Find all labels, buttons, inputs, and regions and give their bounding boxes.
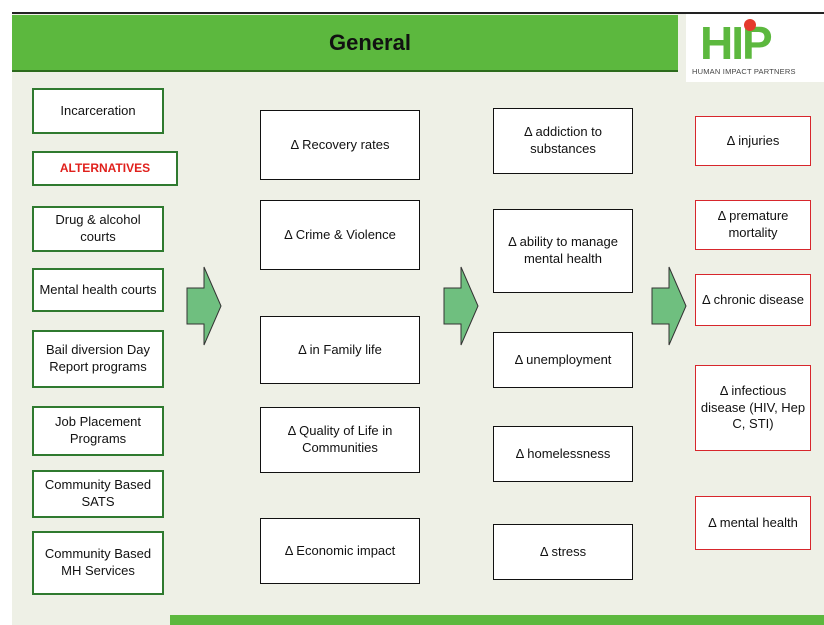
- box-label: Drug & alcohol courts: [55, 212, 141, 244]
- box-label: Δ injuries: [726, 132, 780, 148]
- outcome-unemployment: Δ unemployment: [493, 332, 633, 388]
- box-label: Incarceration: [60, 102, 136, 118]
- logo-letters: HIP: [700, 17, 773, 69]
- health-injuries: Δ injuries: [695, 116, 811, 166]
- box-label: ALTERNATIVES: [59, 160, 151, 175]
- intervention-community-mh: Community Based MH Services: [32, 531, 164, 595]
- box-label: Δ Recovery rates: [290, 136, 390, 152]
- health-mental-health: Δ mental health: [695, 496, 811, 550]
- box-label: Mental health courts: [39, 281, 157, 297]
- outcome-homelessness: Δ homelessness: [493, 426, 633, 482]
- arrow-right-icon: [186, 266, 222, 346]
- health-chronic-disease: Δ chronic disease: [695, 274, 811, 326]
- top-rule: [12, 12, 824, 14]
- outcome-family-life: Δ in Family life: [260, 316, 420, 384]
- intervention-mental-health-courts: Mental health courts: [32, 268, 164, 312]
- intervention-bail-diversion: Bail diversion Day Report programs: [32, 330, 164, 388]
- outcome-addiction: Δ addiction to substances: [493, 108, 633, 174]
- box-label: Δ stress: [539, 543, 587, 559]
- intervention-community-sats: Community Based SATS: [32, 470, 164, 518]
- outcome-crime-violence: Δ Crime & Violence: [260, 200, 420, 270]
- box-label: Δ unemployment: [514, 351, 612, 367]
- box-label: Δ chronic disease: [702, 291, 804, 307]
- bottom-accent-bar: [170, 615, 824, 625]
- box-label: Δ Quality of Life in Communities: [287, 423, 393, 455]
- box-label: Δ Economic impact: [284, 542, 396, 558]
- arrow-right-icon: [651, 266, 687, 346]
- box-label: Δ mental health: [708, 514, 798, 530]
- outcome-quality-of-life: Δ Quality of Life in Communities: [260, 407, 420, 473]
- outcome-recovery-rates: Δ Recovery rates: [260, 110, 420, 180]
- box-label: Δ premature mortality: [717, 208, 789, 240]
- arrow-right-icon: [443, 266, 479, 346]
- outcome-stress: Δ stress: [493, 524, 633, 580]
- box-label: Δ ability to manage mental health: [508, 234, 618, 266]
- health-premature-mortality: Δ premature mortality: [695, 200, 811, 250]
- intervention-job-placement: Job Placement Programs: [32, 406, 164, 456]
- intervention-drug-alcohol-courts: Drug & alcohol courts: [32, 206, 164, 252]
- box-label: Community Based MH Services: [44, 546, 152, 578]
- box-label: Job Placement Programs: [55, 414, 141, 446]
- box-label: Δ in Family life: [298, 341, 382, 357]
- outcome-manage-mental-health: Δ ability to manage mental health: [493, 209, 633, 293]
- header-bar: General: [12, 15, 678, 72]
- logo-dot-icon: [744, 19, 756, 31]
- health-infectious-disease: Δ infectious disease (HIV, Hep C, STI): [695, 365, 811, 451]
- hip-logo: HIP HUMAN IMPACT PARTNERS: [686, 14, 824, 82]
- box-label: Δ homelessness: [515, 445, 611, 461]
- page-title: General: [329, 29, 411, 55]
- box-label: Community Based SATS: [44, 477, 152, 509]
- intervention-alternatives: ALTERNATIVES: [32, 151, 178, 186]
- box-label: Δ addiction to substances: [523, 124, 603, 156]
- intervention-incarceration: Incarceration: [32, 88, 164, 134]
- outcome-economic-impact: Δ Economic impact: [260, 518, 420, 584]
- box-label: Δ Crime & Violence: [284, 226, 396, 242]
- logo-subtitle: HUMAN IMPACT PARTNERS: [692, 67, 796, 76]
- box-label: Δ infectious disease (HIV, Hep C, STI): [700, 382, 806, 432]
- box-label: Bail diversion Day Report programs: [45, 342, 151, 374]
